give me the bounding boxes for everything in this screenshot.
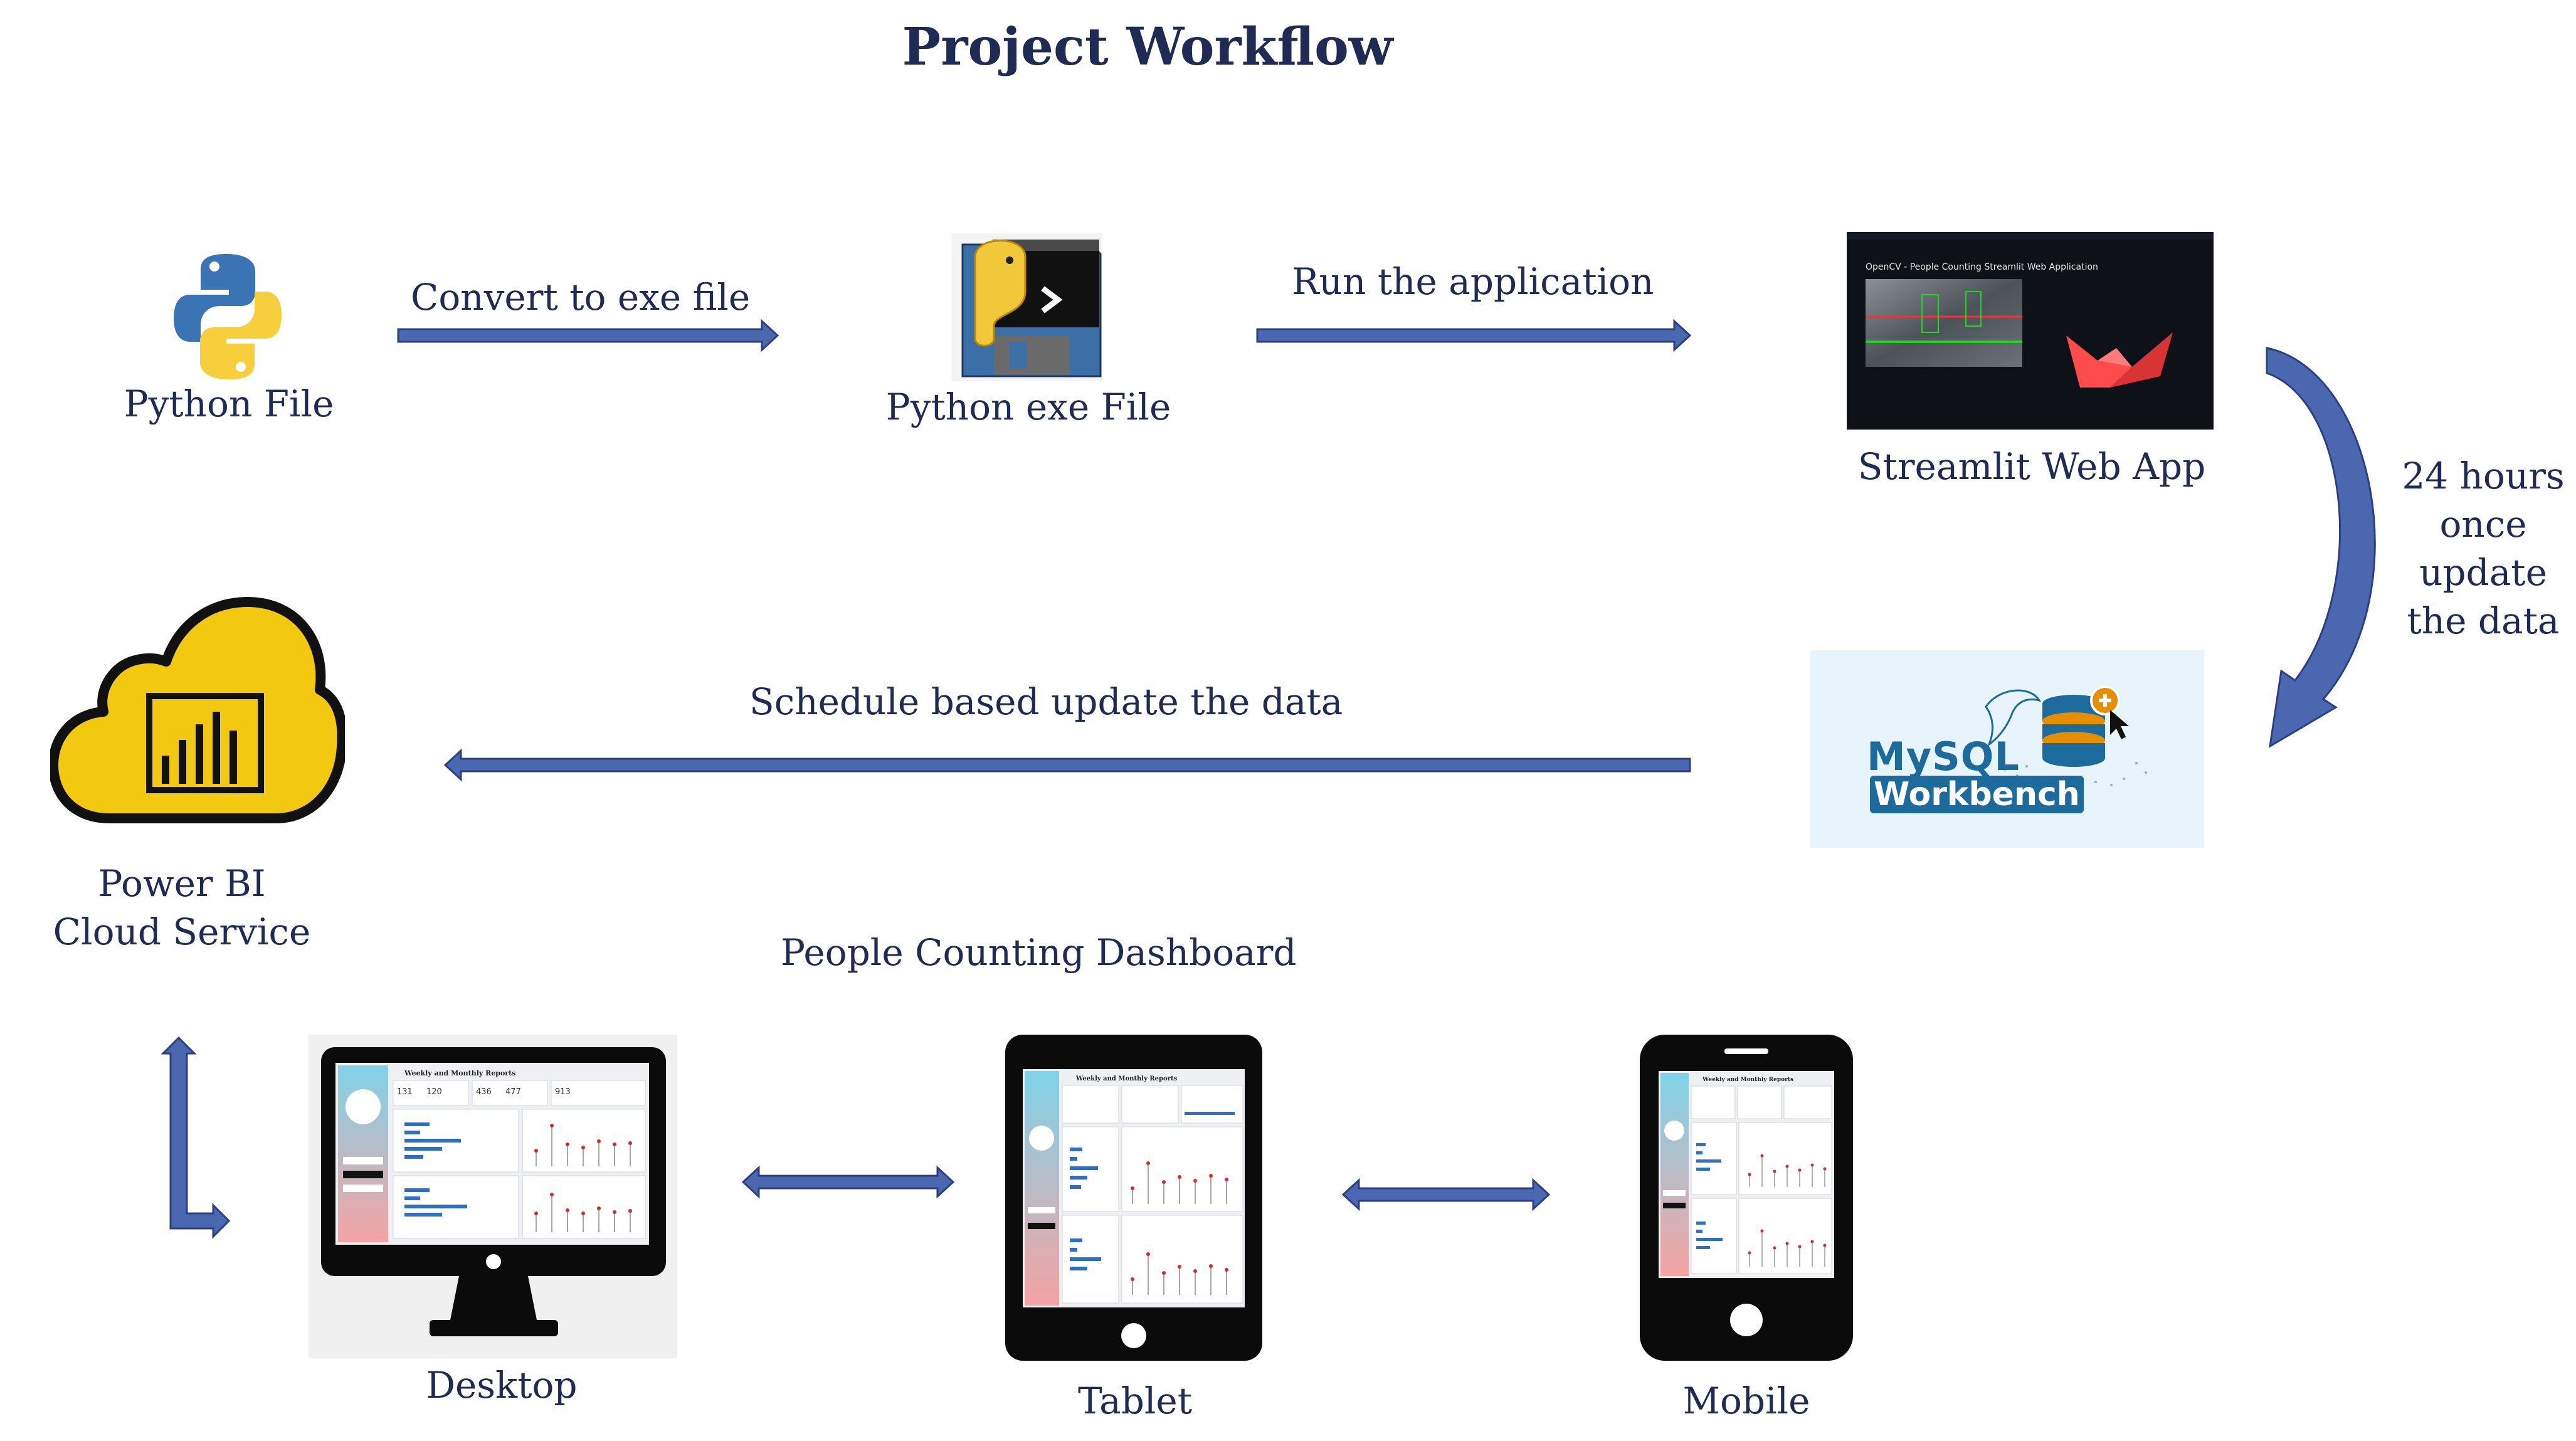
convert-label: Convert to exe file (411, 276, 751, 319)
arrow-schedule (443, 748, 1691, 782)
mobile-label: Mobile (1682, 1380, 1810, 1422)
powerbi-label-1: Power BI (98, 862, 266, 905)
arrow-convert (397, 319, 779, 352)
desktop-label: Desktop (426, 1364, 578, 1407)
tablet-label: Tablet (1077, 1380, 1193, 1422)
workbench-label: Workbench (1870, 776, 2084, 813)
run-label: Run the application (1292, 260, 1654, 303)
python-file-label: Python File (124, 383, 334, 425)
arrow-run (1256, 319, 1692, 352)
python-exe-icon (951, 233, 1102, 381)
powerbi-cloud-icon (50, 597, 345, 823)
streamlit-screen-title: OpenCV - People Counting Streamlit Web A… (1866, 262, 2098, 272)
desktop-screen-title: Weekly and Monthly Reports (404, 1069, 515, 1077)
mobile-device: Weekly and Monthly Reports (1640, 1035, 1853, 1361)
kpi-value: 436 (476, 1087, 492, 1097)
update-label-3: update (2419, 551, 2547, 594)
streamlit-screenshot: OpenCV - People Counting Streamlit Web A… (1847, 232, 2214, 430)
update-label-1: 24 hours (2402, 455, 2565, 497)
update-label-2: once (2439, 503, 2527, 546)
tablet-device: Weekly and Monthly Reports (1005, 1035, 1262, 1361)
powerbi-label-2: Cloud Service (53, 911, 311, 953)
kpi-value: 913 (555, 1087, 571, 1097)
kpi-value: 120 (426, 1087, 442, 1097)
desktop-device: Weekly and Monthly Reports 131 120 436 4… (309, 1035, 677, 1358)
arrow-powerbi-desktop (161, 1036, 231, 1239)
update-label-4: the data (2407, 599, 2560, 642)
dashboard-label: People Counting Dashboard (781, 931, 1297, 974)
python-exe-label: Python exe File (885, 386, 1171, 428)
mysql-label: MySQL (1867, 734, 2020, 779)
mobile-dashboard: Weekly and Monthly Reports (1659, 1071, 1834, 1278)
schedule-label: Schedule based update the data (749, 680, 1343, 723)
desktop-dashboard: Weekly and Monthly Reports 131 120 436 4… (335, 1063, 649, 1245)
streamlit-logo-icon (2066, 332, 2173, 388)
arrow-update-curve (2266, 347, 2376, 748)
python-logo-icon (174, 254, 282, 379)
mobile-screen-title: Weekly and Monthly Reports (1702, 1077, 1793, 1083)
kpi-value: 477 (505, 1087, 521, 1097)
arrow-tablet-mobile (1341, 1178, 1551, 1211)
mysql-workbench-icon: MySQL Workbench (1810, 650, 2204, 848)
kpi-value: 131 (397, 1087, 413, 1097)
tablet-screen-title: Weekly and Monthly Reports (1075, 1075, 1178, 1082)
streamlit-label: Streamlit Web App (1857, 445, 2206, 488)
arrow-desktop-tablet (741, 1165, 955, 1199)
tablet-dashboard: Weekly and Monthly Reports (1023, 1069, 1245, 1307)
page-title: Project Workflow (902, 17, 1393, 77)
